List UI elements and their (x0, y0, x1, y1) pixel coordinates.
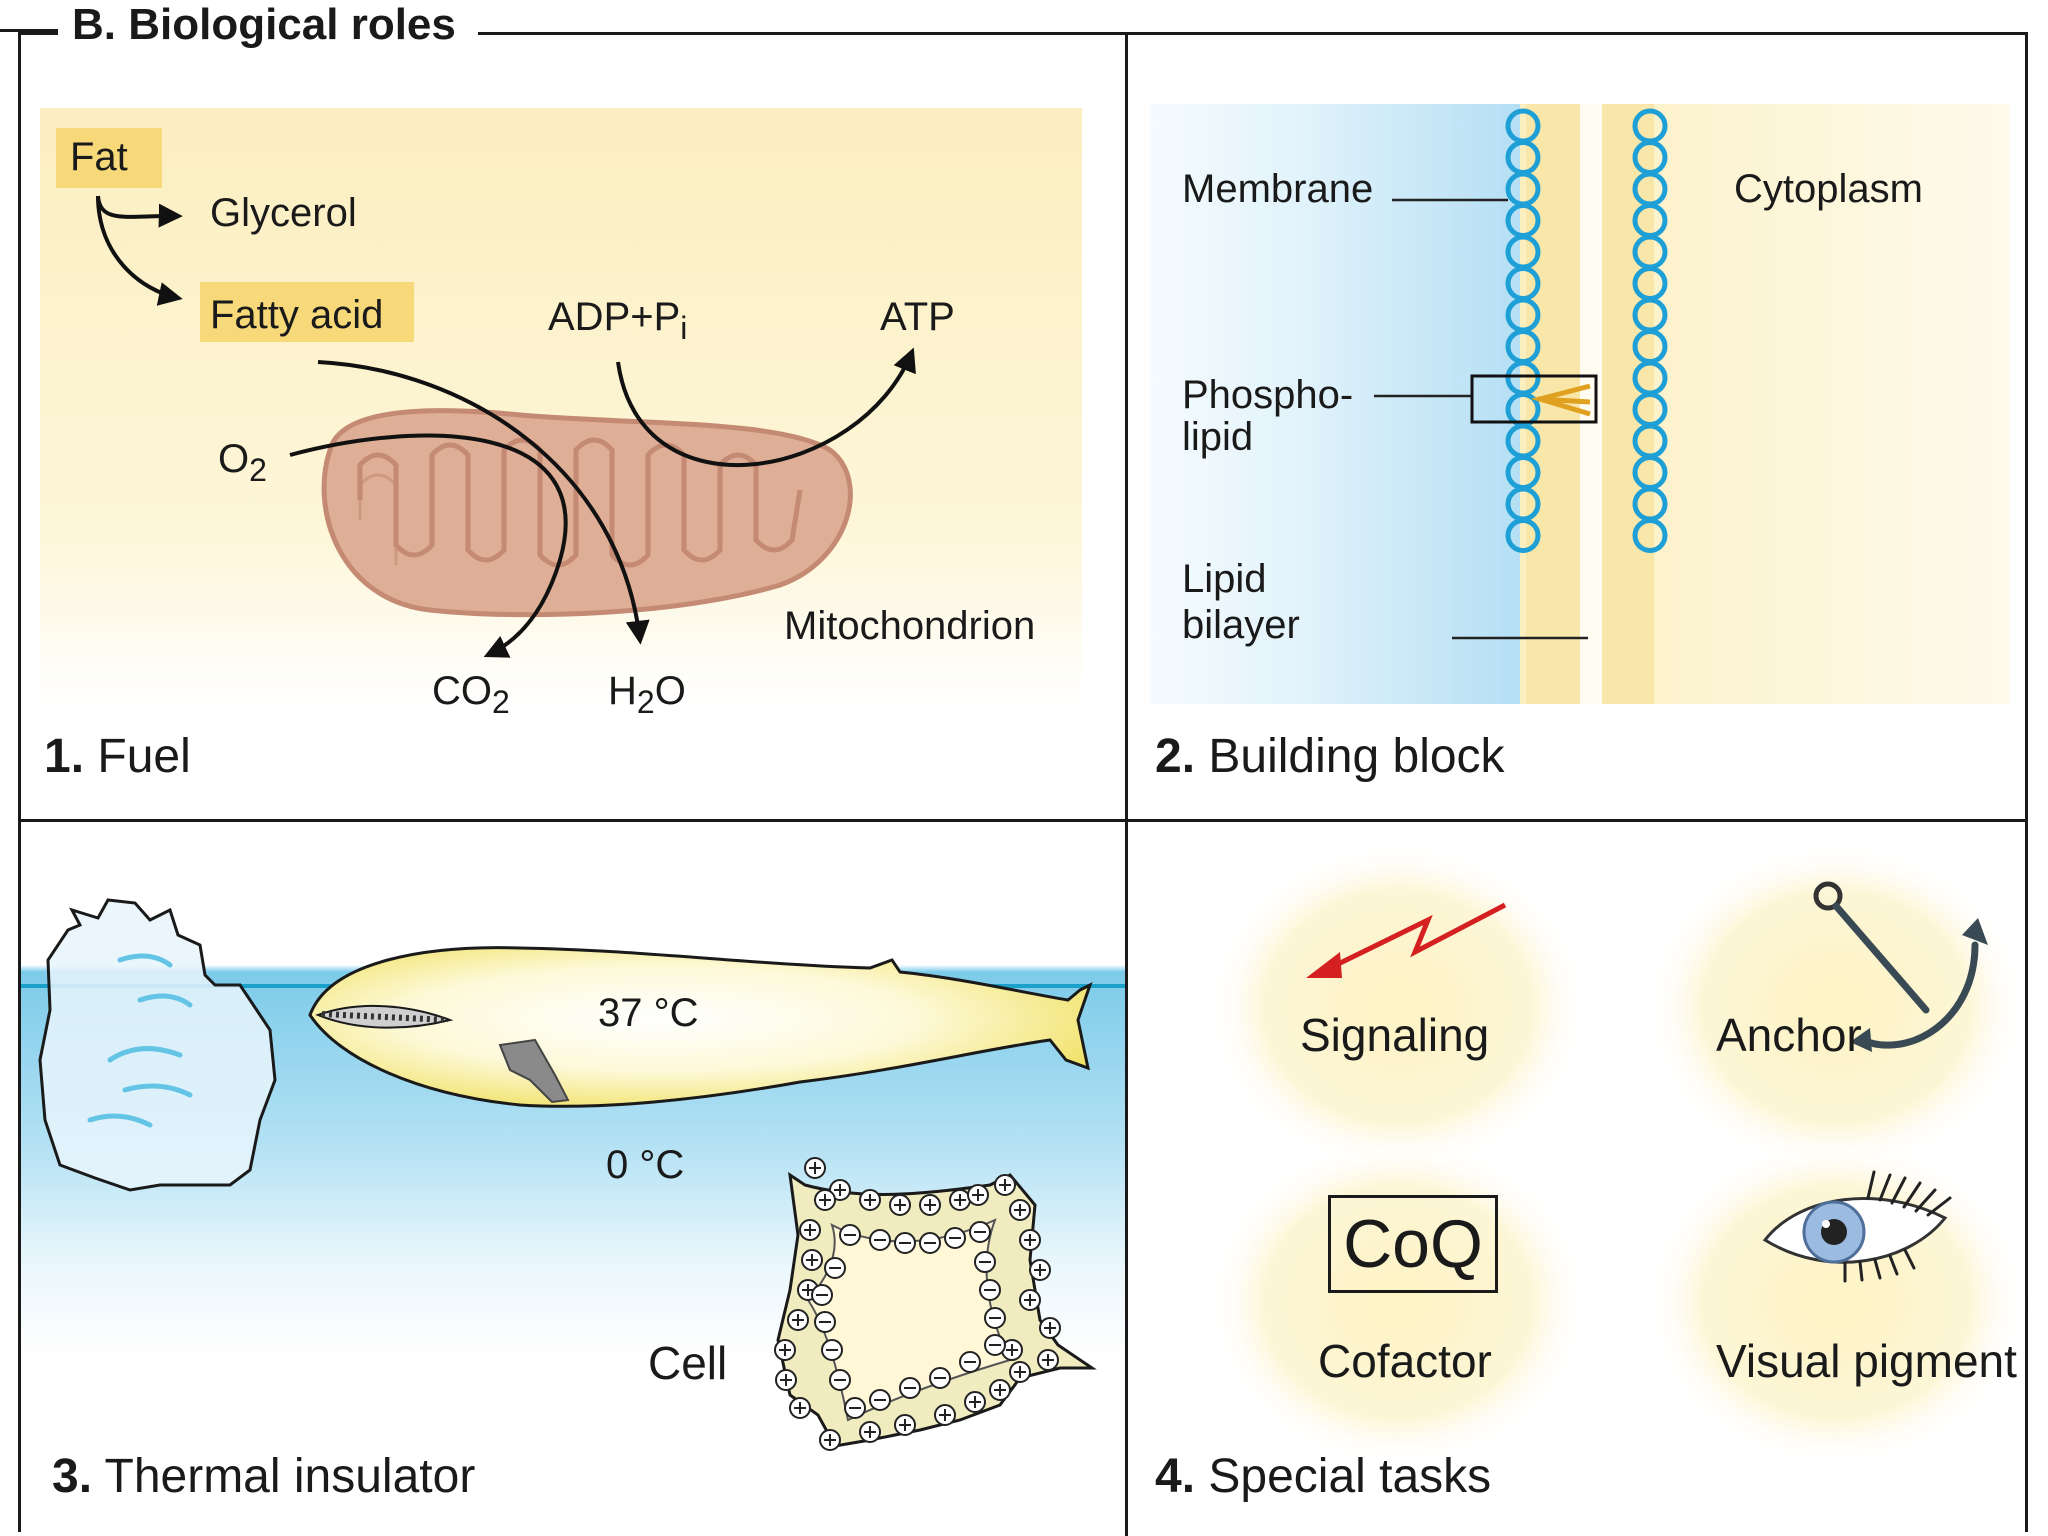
panel-label-building-block: 2. Building block (1155, 730, 1505, 783)
fatty-acid-label: Fatty acid (210, 293, 384, 337)
negative-charge (919, 1232, 941, 1254)
positive-charge (1009, 1199, 1031, 1221)
lightning-arrow-icon (1306, 902, 1507, 978)
o2-label: O2 (218, 437, 267, 488)
coq-box: CoQ (1328, 1195, 1498, 1293)
negative-charge (814, 1311, 836, 1333)
positive-charge (964, 1391, 986, 1413)
cofactor-label: Cofactor (1318, 1335, 1492, 1387)
visual-pigment-label: Visual pigment (1716, 1335, 2017, 1387)
negative-charge (984, 1307, 1006, 1329)
negative-charge (824, 1257, 846, 1279)
panel-label-thermal-insulator: 3. Thermal insulator (52, 1450, 476, 1503)
positive-charge (989, 1379, 1011, 1401)
negative-charge (894, 1232, 916, 1254)
negative-charge (869, 1389, 891, 1411)
negative-charge (944, 1227, 966, 1249)
positive-charge (859, 1189, 881, 1211)
mitochondrion-icon (96, 195, 916, 658)
negative-charge (829, 1369, 851, 1391)
lipid-bilayer-label: Lipid bilayer (1182, 557, 1300, 647)
phospholipid-head (1505, 518, 1541, 553)
positive-charge (789, 1397, 811, 1419)
positive-charge (1037, 1349, 1059, 1371)
positive-charge (889, 1194, 911, 1216)
negative-charge (839, 1224, 861, 1246)
negative-charge (969, 1221, 991, 1243)
positive-charge (819, 1429, 841, 1451)
fatty-acid-highlight (200, 282, 414, 342)
positive-charge (814, 1189, 836, 1211)
cytoplasm-label: Cytoplasm (1734, 167, 1923, 211)
positive-charge (1039, 1317, 1061, 1339)
negative-charge (984, 1334, 1006, 1356)
positive-charge (934, 1404, 956, 1426)
positive-charge (804, 1157, 826, 1179)
title-rule (0, 29, 58, 32)
figure-frame (18, 32, 2028, 1532)
membrane-label: Membrane (1182, 167, 1374, 211)
negative-charge (811, 1284, 833, 1306)
panel-label-special-tasks: 4. Special tasks (1155, 1450, 1492, 1503)
lipid-bilayer-icon (1374, 108, 1668, 640)
glycerol-label: Glycerol (210, 191, 357, 235)
positive-charge (1019, 1289, 1041, 1311)
fat-highlight (56, 128, 162, 188)
signaling-label: Signaling (1300, 1009, 1490, 1061)
positive-charge (859, 1421, 881, 1443)
negative-charge (929, 1367, 951, 1389)
special-tasks-background (1208, 842, 2026, 1467)
vertical-divider (1125, 32, 1128, 1536)
phospholipid-head (1632, 518, 1668, 553)
iceberg-icon (38, 898, 277, 1192)
positive-charge (799, 1219, 821, 1241)
negative-charge (974, 1251, 996, 1273)
positive-charge (967, 1184, 989, 1206)
negative-charge (959, 1351, 981, 1373)
negative-charge (979, 1279, 1001, 1301)
positive-charge (994, 1174, 1016, 1196)
anchor-icon (1813, 881, 1988, 1052)
positive-charge (1019, 1229, 1041, 1251)
positive-charge (1009, 1361, 1031, 1383)
fat-label: Fat (70, 135, 128, 179)
negative-charge (844, 1397, 866, 1419)
cell-label: Cell (648, 1337, 728, 1389)
co2-label: CO2 (432, 669, 510, 720)
positive-charge (1029, 1259, 1051, 1281)
phospholipid-box (1470, 374, 1598, 424)
anchor-label: Anchor (1716, 1009, 1862, 1061)
fatty-acid-tail (1530, 383, 1591, 417)
phospholipid-label: Phospho- lipid (1182, 373, 1354, 459)
positive-charge (775, 1369, 797, 1391)
atp-label: ATP (880, 295, 955, 339)
eye-icon (1762, 1170, 1952, 1283)
positive-charge (801, 1249, 823, 1271)
h2o-label: H2O (608, 669, 686, 720)
negative-charge (899, 1377, 921, 1399)
membrane-background (1150, 104, 2010, 704)
negative-charge (821, 1339, 843, 1361)
positive-charge (919, 1194, 941, 1216)
positive-charge (787, 1309, 809, 1331)
fat-cell-icon (774, 1157, 1097, 1451)
panel-label-fuel: 1. Fuel (44, 730, 191, 783)
adp-pi-label: ADP+Pi (548, 295, 688, 346)
positive-charge (829, 1179, 851, 1201)
temperature-cold-label: 0 °C (606, 1143, 685, 1187)
horizontal-divider (18, 819, 2028, 822)
figure-title: B. Biological roles (58, 0, 478, 50)
negative-charge (869, 1229, 891, 1251)
temperature-warm-label: 37 °C (598, 991, 699, 1035)
positive-charge (894, 1414, 916, 1436)
positive-charge (774, 1339, 796, 1361)
mitochondrion-label: Mitochondrion (784, 604, 1036, 648)
whale-icon (308, 946, 1093, 1108)
